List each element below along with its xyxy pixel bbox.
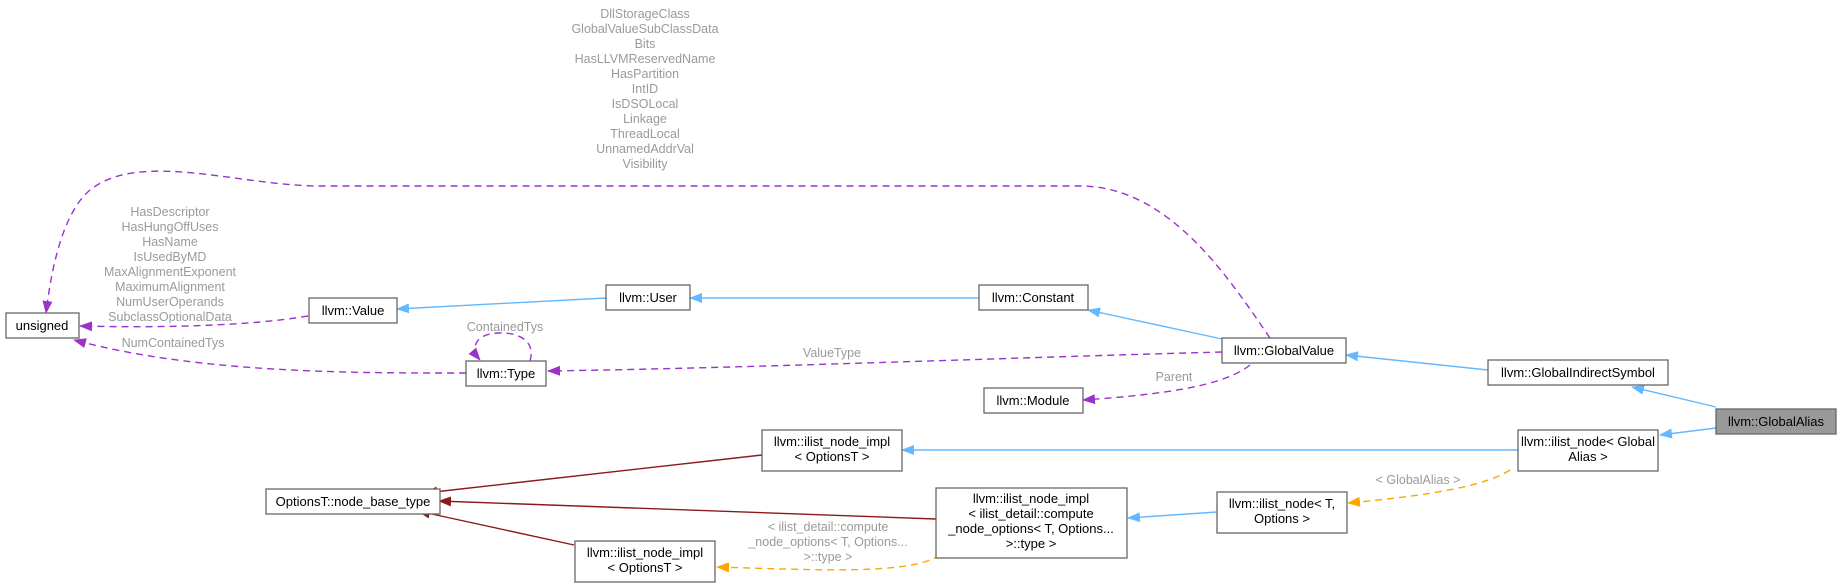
- svg-text:llvm::User: llvm::User: [619, 290, 677, 305]
- parent-label: Parent: [1156, 370, 1193, 384]
- edge-ilistnode-t-to-impl-mid: [1127, 511, 1218, 523]
- edge-globalvalue-usage-unsigned: [42, 170, 1271, 339]
- svg-text:llvm::Module: llvm::Module: [997, 393, 1070, 408]
- edge-globalvalue-usage-module: [1082, 364, 1251, 405]
- edge-impl-top-to-nodebase: [424, 454, 763, 497]
- node-llvm-type[interactable]: llvm::Type: [465, 360, 547, 387]
- svg-text:llvm::Value: llvm::Value: [322, 303, 385, 318]
- value-type-label: ValueType: [803, 346, 861, 360]
- node-llvm-ilist-node-impl-mid[interactable]: llvm::ilist_node_impl< ilist_detail::com…: [935, 487, 1128, 559]
- edge-type-usage-unsigned: [73, 338, 467, 374]
- node-llvm-ilist-node-impl-top[interactable]: llvm::ilist_node_impl< OptionsT >: [761, 429, 903, 472]
- edge-globalalias-to-globalindirectsymbol: [1631, 384, 1717, 408]
- svg-text:llvm::ilist_node_impl< ilist_d: llvm::ilist_node_impl< ilist_detail::com…: [947, 491, 1114, 551]
- edge-user-to-value: [396, 297, 607, 314]
- svg-text:llvm::ilist_node_impl< Options: llvm::ilist_node_impl< OptionsT >: [587, 545, 703, 575]
- edge-type-contained-tys: [468, 332, 532, 362]
- node-unsigned[interactable]: unsigned: [5, 312, 80, 339]
- node-llvm-globalvalue[interactable]: llvm::GlobalValue: [1221, 337, 1347, 364]
- node-llvm-globalalias[interactable]: llvm::GlobalAlias: [1715, 408, 1837, 435]
- node-llvm-ilist-node-t-options[interactable]: llvm::ilist_node< T,Options >: [1216, 491, 1348, 534]
- node-llvm-module[interactable]: llvm::Module: [983, 387, 1084, 414]
- svg-text:llvm::Constant: llvm::Constant: [992, 290, 1075, 305]
- global-alias-template-label: < GlobalAlias >: [1376, 473, 1461, 487]
- node-llvm-constant[interactable]: llvm::Constant: [978, 284, 1089, 311]
- svg-text:llvm::GlobalValue: llvm::GlobalValue: [1234, 343, 1334, 358]
- svg-text:unsigned: unsigned: [16, 318, 69, 333]
- num-contained-tys-label: NumContainedTys: [122, 336, 225, 350]
- edge-impl-bottom-to-nodebase: [417, 508, 575, 546]
- node-llvm-value[interactable]: llvm::Value: [308, 297, 398, 324]
- contained-tys-label: ContainedTys: [467, 320, 543, 334]
- compute-template-label: < ilist_detail::compute_node_options< T,…: [747, 520, 907, 564]
- edge-globalalias-to-ilistnode: [1659, 427, 1717, 439]
- edge-globalvalue-to-constant: [1087, 307, 1223, 340]
- svg-text:OptionsT::node_base_type: OptionsT::node_base_type: [276, 494, 431, 509]
- edge-globalvalue-usage-type: [547, 351, 1223, 376]
- node-llvm-user[interactable]: llvm::User: [605, 284, 691, 311]
- node-optionst-node-base-type[interactable]: OptionsT::node_base_type: [265, 488, 441, 515]
- node-llvm-globalindirectsymbol[interactable]: llvm::GlobalIndirectSymbol: [1487, 359, 1669, 386]
- svg-text:llvm::ilist_node< T,Options >: llvm::ilist_node< T,Options >: [1229, 496, 1335, 526]
- svg-text:llvm::GlobalAlias: llvm::GlobalAlias: [1728, 414, 1825, 429]
- edge-value-usage-unsigned: [79, 315, 309, 332]
- edge-impl-mid-template: [716, 554, 941, 573]
- edge-ilistnode-alias-template: [1347, 469, 1511, 507]
- svg-text:llvm::ilist_node_impl< Options: llvm::ilist_node_impl< OptionsT >: [774, 434, 890, 464]
- svg-text:llvm::GlobalIndirectSymbol: llvm::GlobalIndirectSymbol: [1501, 365, 1655, 380]
- svg-text:llvm::ilist_node< GlobalAlias: llvm::ilist_node< GlobalAlias >: [1521, 434, 1655, 464]
- edge-globalindirectsymbol-to-globalvalue: [1345, 351, 1489, 371]
- node-llvm-ilist-node-impl-bottom[interactable]: llvm::ilist_node_impl< OptionsT >: [574, 540, 716, 583]
- edge-impl-mid-to-nodebase: [438, 496, 937, 520]
- svg-text:llvm::Type: llvm::Type: [477, 366, 536, 381]
